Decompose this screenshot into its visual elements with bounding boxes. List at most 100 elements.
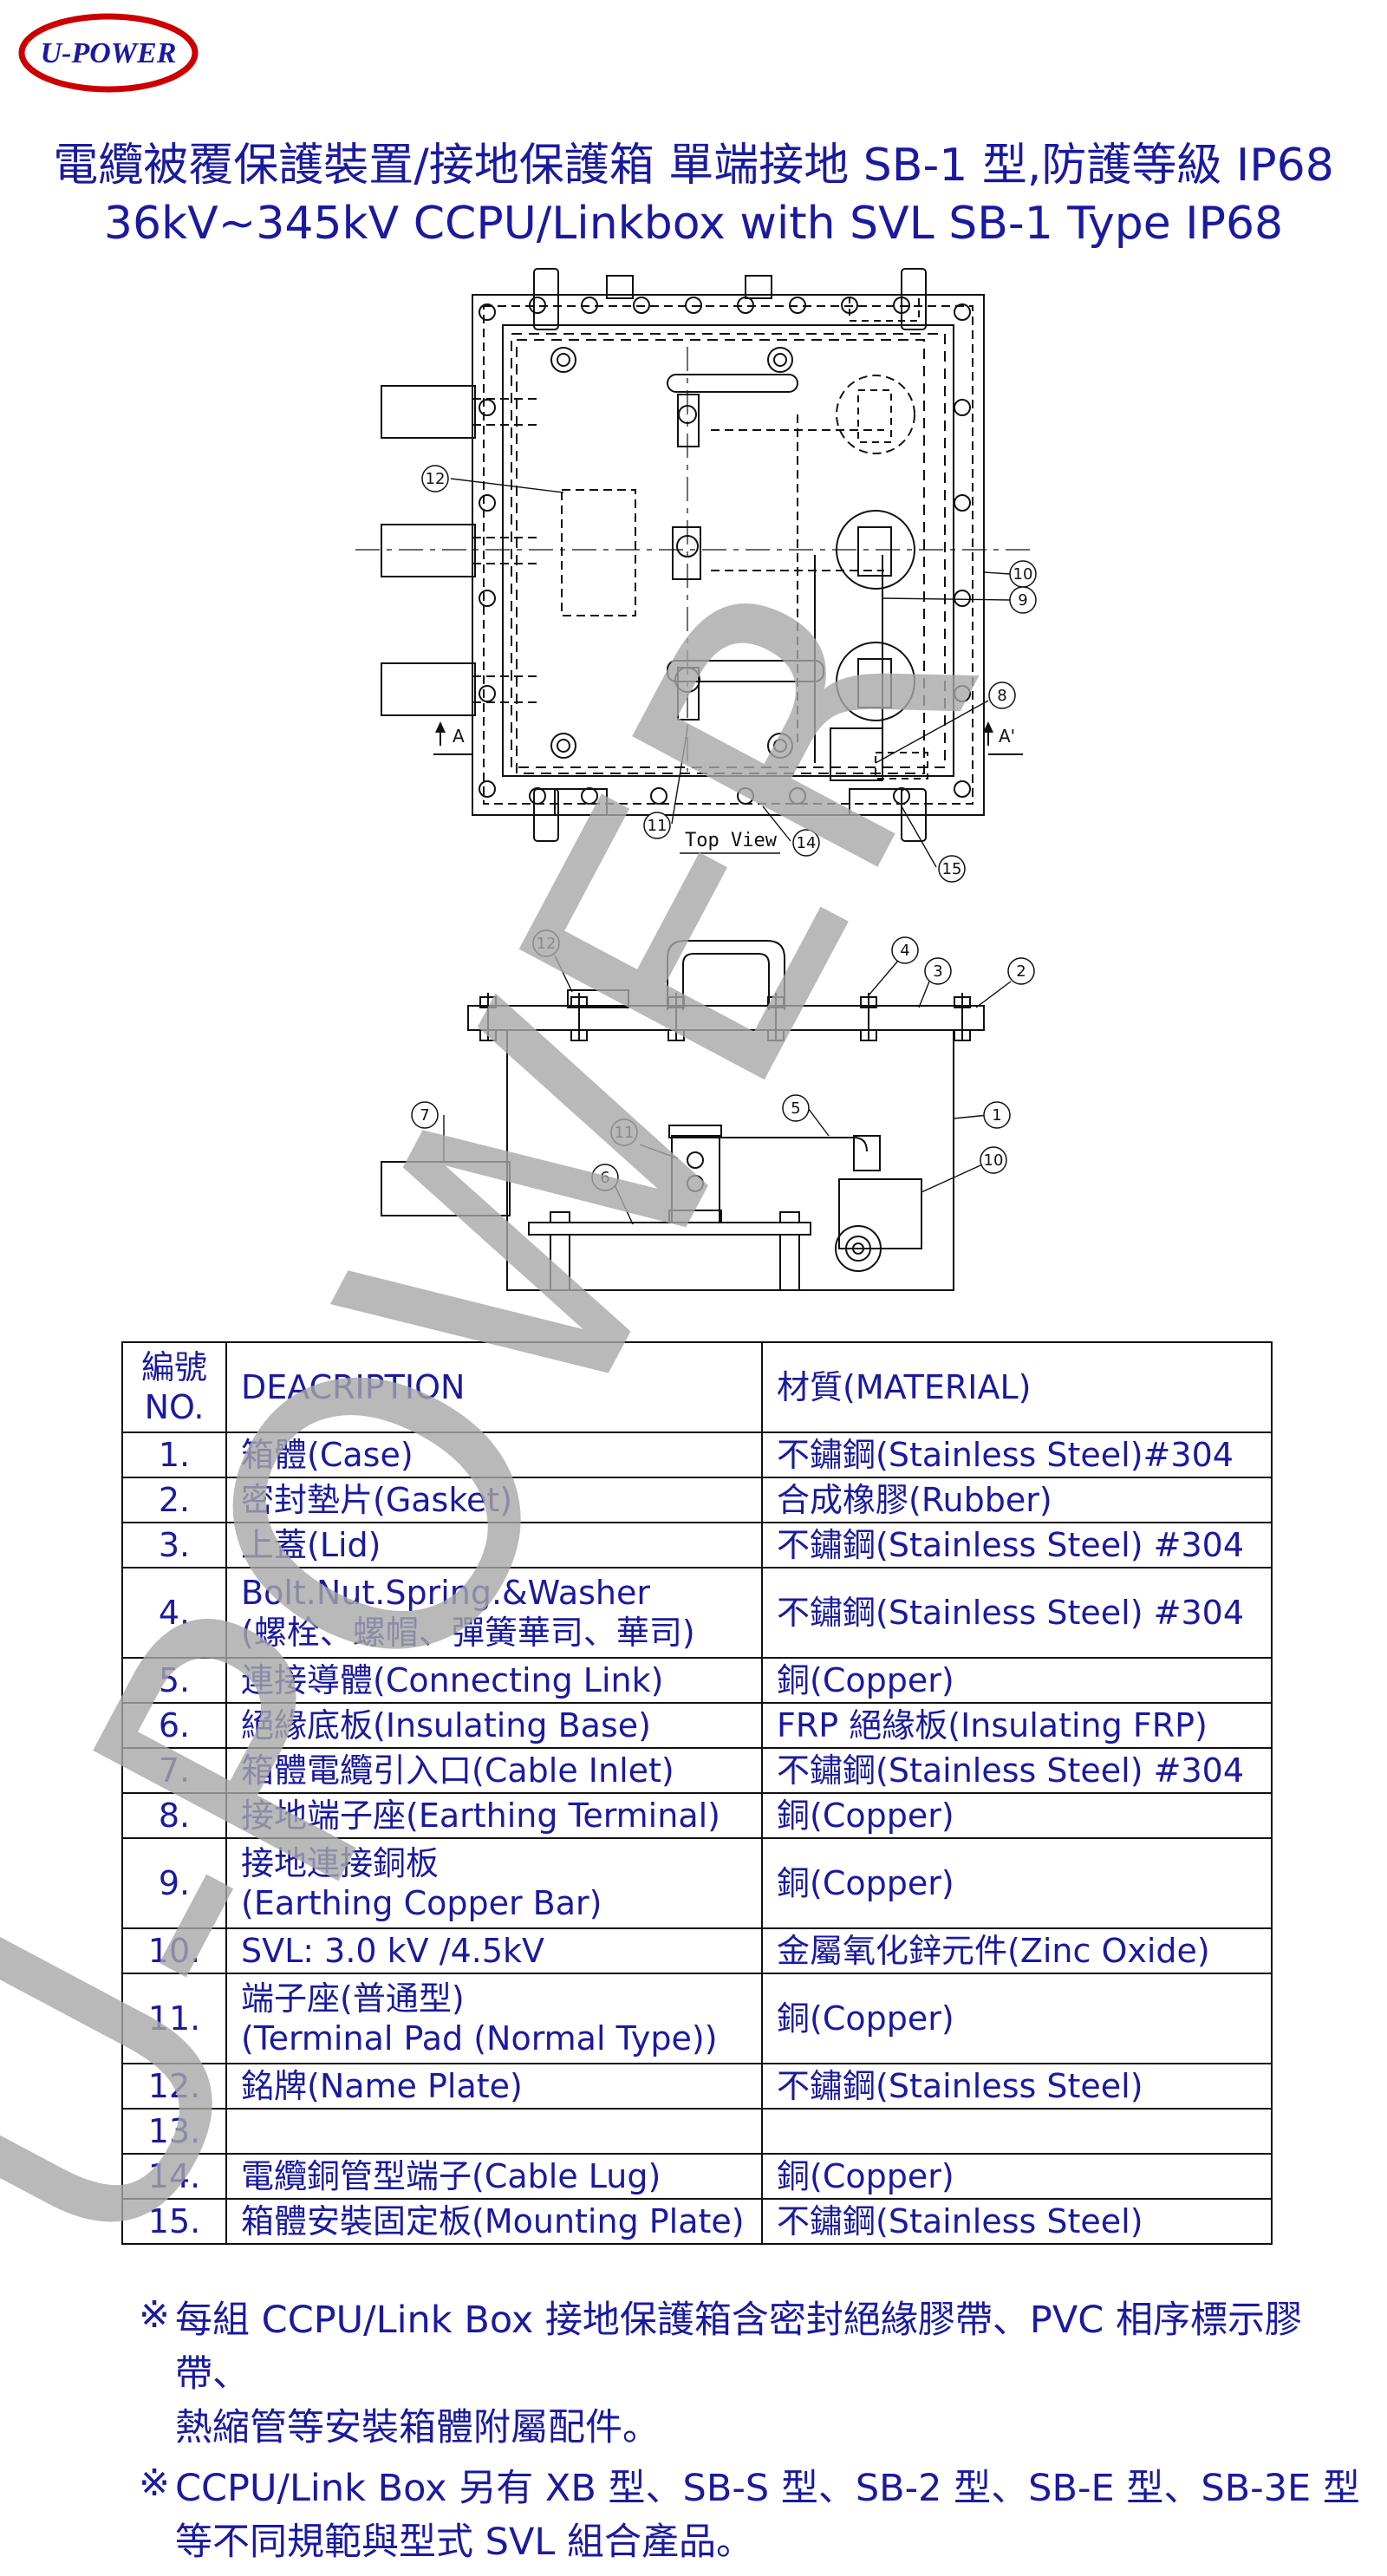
part-description: 密封墊片(Gasket) xyxy=(225,1477,763,1523)
table-row: 4. Bolt.Nut.Spring.&Washer(螺栓、螺帽、彈簧華司、華司)… xyxy=(121,1567,1273,1659)
part-material: 銅(Copper) xyxy=(761,2153,1273,2200)
part-description: 接地連接銅板(Earthing Copper Bar) xyxy=(225,1837,763,1929)
part-material: 不鏽鋼(Stainless Steel) #304 xyxy=(761,1567,1273,1659)
section-arrow-left-icon xyxy=(435,721,446,733)
callout-side-5: 5 xyxy=(791,1099,800,1118)
part-description-line-1: 絕緣底板(Insulating Base) xyxy=(241,1706,651,1745)
callout-10: 10 xyxy=(1013,565,1033,584)
callout-side-3: 3 xyxy=(933,962,942,981)
note-2: ※ CCPU/Link Box 另有 XB 型、SB-S 型、SB-2 型、SB… xyxy=(139,2462,1370,2569)
part-number: 7. xyxy=(121,1747,227,1794)
note-mark: ※ xyxy=(139,2462,171,2505)
part-material: 銅(Copper) xyxy=(761,1973,1273,2064)
part-number: 8. xyxy=(121,1792,227,1839)
callout-side-7: 7 xyxy=(420,1106,429,1125)
note-1-line-2: 熱縮管等安裝箱體附屬配件。 xyxy=(175,2406,660,2449)
callout-9: 9 xyxy=(1018,591,1027,610)
callout-14: 14 xyxy=(797,834,817,852)
part-material: 銅(Copper) xyxy=(761,1792,1273,1839)
part-description: 上蓋(Lid) xyxy=(225,1522,763,1568)
part-number: 14. xyxy=(121,2153,227,2200)
part-description: 箱體電纜引入口(Cable Inlet) xyxy=(225,1747,763,1794)
part-description-line-1: 端子座(普通型) xyxy=(241,1979,465,2018)
part-description-line-1: 接地端子座(Earthing Terminal) xyxy=(241,1797,720,1835)
part-description-line-1: 電纜銅管型端子(Cable Lug) xyxy=(241,2157,661,2195)
part-description-line-1: Bolt.Nut.Spring.&Washer xyxy=(241,1574,650,1612)
part-description-line-1: 箱體(Case) xyxy=(241,1436,413,1474)
table-row: 6. 絕緣底板(Insulating Base) FRP 絕緣板(Insulatin… xyxy=(121,1702,1273,1749)
part-number: 10. xyxy=(121,1927,227,1974)
title-chinese: 電纜被覆保護裝置/接地保護箱 單端接地 SB-1 型,防護等級 IP68 xyxy=(53,140,1334,192)
part-description-line-1: 銘牌(Name Plate) xyxy=(241,2067,523,2105)
part-number: 11. xyxy=(121,1973,227,2064)
table-row: 7.箱體電纜引入口(Cable Inlet)不鏽鋼(Stainless Stee… xyxy=(121,1747,1273,1794)
part-number: 12. xyxy=(121,2063,227,2110)
part-material: 銅(Copper) xyxy=(761,1657,1273,1704)
company-logo: U-POWER xyxy=(18,13,199,93)
part-material: 合成橡膠(Rubber) xyxy=(761,1477,1273,1523)
part-description-line-2: (螺栓、螺帽、彈簧華司、華司) xyxy=(241,1614,695,1652)
title-english: 36kV~345kV CCPU/Linkbox with SVL SB-1 Ty… xyxy=(103,198,1284,250)
part-material: FRP 絕緣板(Insulating FRP) xyxy=(761,1702,1273,1749)
part-material: 不鏽鋼(Stainless Steel) #304 xyxy=(761,1522,1273,1568)
note-2-line-2: 等不同規範與型式 SVL 組合產品。 xyxy=(175,2521,754,2564)
part-material: 不鏽鋼(Stainless Steel) xyxy=(761,2198,1273,2245)
top-view-label: Top View xyxy=(685,830,778,851)
part-number: 4. xyxy=(121,1567,227,1659)
part-material: 銅(Copper) xyxy=(761,1837,1273,1929)
part-material: 金屬氧化鋅元件(Zinc Oxide) xyxy=(761,1927,1273,1974)
callout-side-1: 1 xyxy=(992,1106,1001,1125)
part-description-line-2: (Terminal Pad (Normal Type)) xyxy=(241,2019,718,2058)
part-description-line-1: 密封墊片(Gasket) xyxy=(241,1481,513,1519)
part-description-line-1: 箱體安裝固定板(Mounting Plate) xyxy=(241,2202,745,2240)
note-mark: ※ xyxy=(139,2293,171,2337)
table-row: 11. 端子座(普通型)(Terminal Pad (Normal Type)) 銅… xyxy=(121,1973,1273,2064)
part-description: 電纜銅管型端子(Cable Lug) xyxy=(225,2153,763,2200)
part-number: 13. xyxy=(121,2108,227,2155)
note-1: ※ 每組 CCPU/Link Box 接地保護箱含密封絕緣膠帶、PVC 相序標示… xyxy=(139,2293,1370,2455)
table-row: 1. 箱體(Case) 不鏽鋼(Stainless Steel)#304 xyxy=(121,1431,1273,1478)
part-number: 2. xyxy=(121,1477,227,1523)
notes: ※ 每組 CCPU/Link Box 接地保護箱含密封絕緣膠帶、PVC 相序標示… xyxy=(139,2293,1370,2576)
table-header-row: 編號 NO. DEACRIPTION 材質(MATERIAL) xyxy=(121,1341,1273,1433)
part-description: 接地端子座(Earthing Terminal) xyxy=(225,1792,763,1839)
top-view-callouts: 12 10 9 8 11 14 15 xyxy=(421,465,1037,883)
callout-11: 11 xyxy=(648,817,667,835)
note-2-line-1: CCPU/Link Box 另有 XB 型、SB-S 型、SB-2 型、SB-E… xyxy=(175,2467,1360,2510)
part-material: 不鏽鋼(Stainless Steel) xyxy=(761,2063,1273,2110)
header-description: DEACRIPTION xyxy=(225,1341,763,1433)
part-description: 銘牌(Name Plate) xyxy=(225,2063,763,2110)
header-no: 編號 NO. xyxy=(121,1341,227,1433)
part-description-line-1: 接地連接銅板 xyxy=(241,1844,440,1882)
callout-15: 15 xyxy=(942,860,962,878)
part-number: 1. xyxy=(121,1431,227,1478)
note-1-line-1: 每組 CCPU/Link Box 接地保護箱含密封絕緣膠帶、PVC 相序標示膠帶… xyxy=(175,2299,1302,2396)
part-description-line-1: 上蓋(Lid) xyxy=(241,1526,381,1564)
part-number: 3. xyxy=(121,1522,227,1568)
part-description-line-1: SVL: 3.0 kV /4.5kV xyxy=(241,1932,544,1970)
table-row: 2. 密封墊片(Gasket) 合成橡膠(Rubber) xyxy=(121,1477,1273,1523)
table-row: 9.接地連接銅板(Earthing Copper Bar)銅(Copper) xyxy=(121,1837,1273,1929)
part-description: 箱體安裝固定板(Mounting Plate) xyxy=(225,2198,763,2245)
part-description: 箱體(Case) xyxy=(225,1431,763,1478)
parts-table: 編號 NO. DEACRIPTION 材質(MATERIAL) 1. 箱體(Cas… xyxy=(121,1341,1273,2245)
callout-side-10: 10 xyxy=(984,1151,1004,1170)
part-material: 不鏽鋼(Stainless Steel) #304 xyxy=(761,1747,1273,1794)
callout-side-12: 12 xyxy=(537,935,557,953)
part-number: 5. xyxy=(121,1657,227,1704)
top-view-drawing xyxy=(355,268,1032,842)
part-material: 不鏽鋼(Stainless Steel)#304 xyxy=(761,1431,1273,1478)
callout-8: 8 xyxy=(997,687,1006,705)
table-row: 3. 上蓋(Lid) 不鏽鋼(Stainless Steel) #304 xyxy=(121,1522,1273,1568)
callout-side-4: 4 xyxy=(900,942,909,960)
side-view-callouts: 12 4 3 2 7 11 5 1 10 6 xyxy=(411,929,1035,1191)
table-row: 15. 箱體安裝固定板(Mounting Plate) 不鏽鋼(Stainless … xyxy=(121,2198,1273,2245)
table-row: 12. 銘牌(Name Plate) 不鏽鋼(Stainless Steel) xyxy=(121,2063,1273,2110)
part-description: 連接導體(Connecting Link) xyxy=(225,1657,763,1704)
section-marker-left: A xyxy=(453,726,465,747)
table-row: 8. 接地端子座(Earthing Terminal) 銅(Copper) xyxy=(121,1792,1273,1839)
part-number: 6. xyxy=(121,1702,227,1749)
part-description-line-2: (Earthing Copper Bar) xyxy=(241,1884,602,1922)
part-description-line-1: 連接導體(Connecting Link) xyxy=(241,1661,664,1699)
part-number: 15. xyxy=(121,2198,227,2245)
